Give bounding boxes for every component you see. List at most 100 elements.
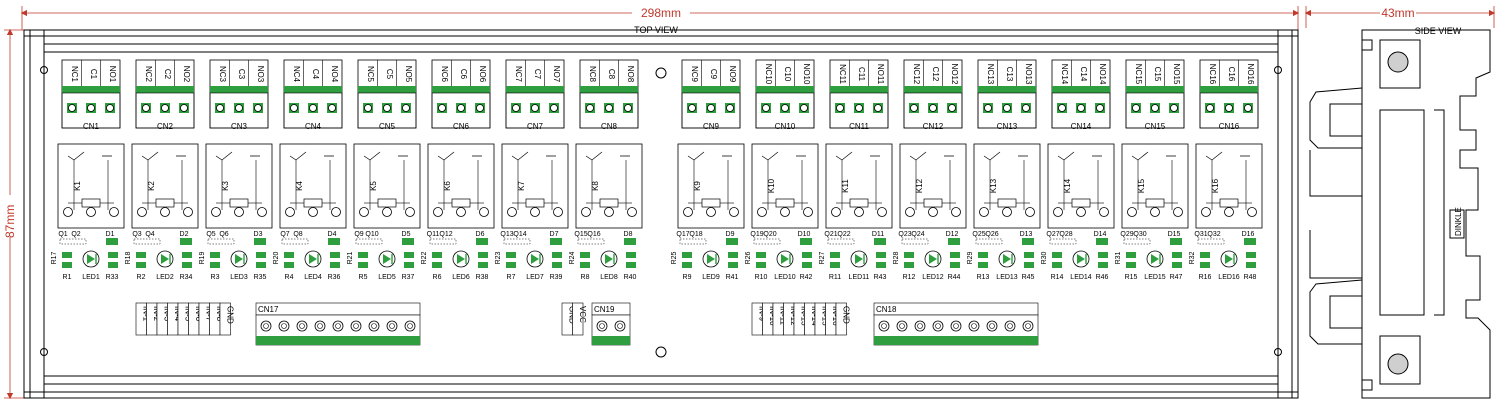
resistor-label: R32: [1189, 251, 1196, 264]
c-label: C6: [459, 69, 468, 80]
resistor-pad: [108, 252, 118, 258]
resistor-label: R18: [125, 251, 132, 264]
terminal-frame: [61, 92, 121, 129]
no-label: NO2: [182, 66, 191, 83]
transistor-label: Q27: [1046, 231, 1059, 238]
diode-label: D7: [550, 231, 559, 238]
relay-coil: [303, 198, 323, 208]
terminal-green-strip: [904, 86, 962, 93]
transistor-label: Q15: [574, 231, 587, 238]
resistor-pad: [876, 252, 886, 258]
diode-pad: [328, 238, 340, 245]
resistor-label: R44: [948, 274, 961, 281]
resistor-pad: [136, 262, 146, 268]
resistor-label: R30: [1041, 251, 1048, 264]
relay-pin: [831, 207, 841, 217]
relay-coil: [377, 198, 397, 208]
no-label: NO1: [108, 66, 117, 83]
terminal-green-strip: [1126, 86, 1184, 93]
transistor-label: Q19: [750, 231, 763, 238]
relay-coil: [155, 198, 175, 208]
led-label: LED14: [1070, 274, 1092, 281]
terminal-block: [505, 59, 565, 129]
relay-k-label: K7: [517, 181, 526, 191]
resistor-pad: [330, 252, 340, 258]
screw-hole: [290, 104, 298, 112]
pin-label: IN-15: [821, 306, 830, 326]
resistor-pad: [432, 262, 442, 268]
resistor-label: R21: [347, 251, 354, 264]
height-label: 87mm: [3, 205, 17, 238]
c-label: C12: [931, 67, 940, 82]
relay-pin: [285, 207, 295, 217]
screw-hole: [1003, 104, 1011, 112]
c-label: C1: [89, 69, 98, 80]
screw-hole: [1244, 104, 1252, 112]
resistor-pad: [978, 252, 988, 258]
no-label: NO6: [478, 66, 487, 83]
screw-hole: [605, 104, 613, 112]
terminal-frame: [135, 92, 195, 129]
resistor-label: R17: [51, 251, 58, 264]
transistor-label: Q9: [354, 231, 363, 238]
pin-label: IN-4: [173, 306, 182, 322]
cn-label: CN9: [703, 122, 720, 131]
relay-pin: [257, 207, 267, 217]
screw-head: [317, 323, 323, 329]
cn-label: CN15: [1145, 122, 1166, 131]
transistor-outline: [975, 238, 1003, 245]
screw-head: [407, 323, 413, 329]
no-label: NO4: [330, 66, 339, 83]
diode-label: D14: [1094, 231, 1107, 238]
c-label: C11: [857, 67, 866, 82]
nc-label: NC4: [292, 66, 301, 83]
resistor-label: R43: [874, 274, 887, 281]
relay-pin: [137, 207, 147, 217]
resistor-label: R9: [683, 274, 692, 281]
pin-label-cell: [835, 302, 847, 336]
relay-pin: [456, 207, 466, 217]
diode-pad: [106, 238, 118, 245]
cn-label: CN3: [231, 122, 248, 131]
resistor-pad: [284, 262, 294, 268]
screw-hole: [328, 104, 336, 112]
transistor-label: Q17: [676, 231, 689, 238]
resistor-pad: [1172, 262, 1182, 268]
screw-hole: [383, 104, 391, 112]
transistor-label: Q12: [439, 231, 452, 238]
led-label: LED11: [849, 274, 870, 281]
terminal-green-strip: [1200, 86, 1258, 93]
height-dimension: 87mm: [3, 28, 26, 400]
resistor-pad: [552, 262, 562, 268]
transistor-outline: [207, 238, 235, 245]
diode-pad: [948, 238, 960, 245]
transistor-label: Q22: [837, 231, 850, 238]
terminal-frame: [505, 92, 565, 129]
screw-head: [389, 323, 395, 329]
terminal-frame: [283, 92, 343, 129]
width-label: 298mm: [641, 6, 681, 20]
screw-hole: [142, 104, 150, 112]
resistor-label: R3: [211, 274, 220, 281]
terminal-frame: [681, 92, 741, 129]
relay-pin: [331, 207, 341, 217]
transistor-label: Q28: [1059, 231, 1072, 238]
resistor-pad: [552, 252, 562, 258]
no-label: NO16: [1246, 64, 1255, 85]
transistor-outline: [503, 238, 531, 245]
screw-hole: [87, 104, 95, 112]
resistor-pad: [404, 262, 414, 268]
screw-hole: [1132, 104, 1140, 112]
terminal-block: [357, 59, 417, 129]
screw-head: [599, 323, 605, 329]
led-label: LED4: [304, 274, 322, 281]
led-symbol: [457, 254, 465, 264]
terminal-green-strip: [506, 86, 564, 93]
transistor-outline: [281, 238, 309, 245]
resistor-pad: [432, 252, 442, 258]
terminal-green-strip: [682, 86, 740, 93]
terminal-block: [1051, 59, 1111, 129]
transistor-label: Q31: [1194, 231, 1207, 238]
